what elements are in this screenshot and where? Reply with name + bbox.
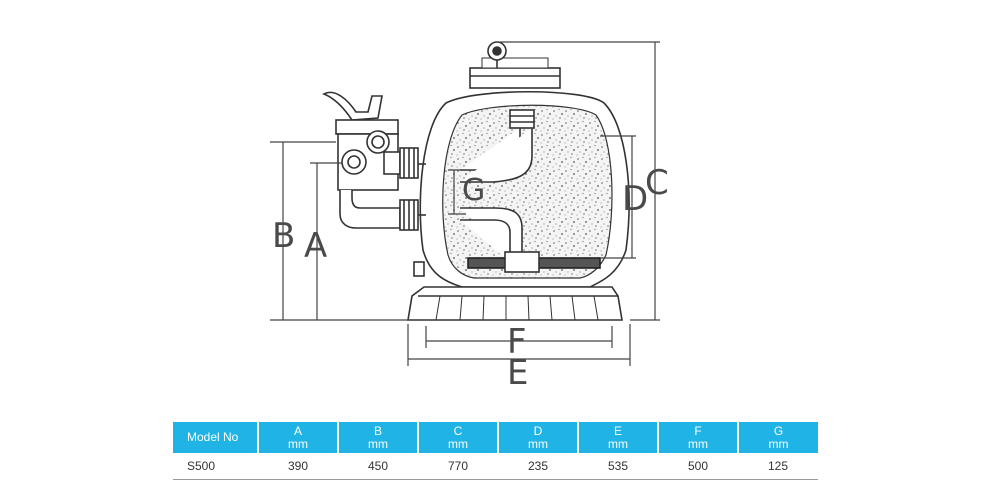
sand-filter-dimension-drawing: B A C D G F E (270, 41, 669, 393)
dimension-lines (270, 41, 660, 366)
cell-e: 535 (578, 453, 658, 480)
dimension-label-d: D (622, 179, 648, 219)
dimension-label-c: C (645, 163, 669, 203)
filter-tank (407, 41, 630, 321)
dimension-label-b: B (272, 216, 295, 256)
cell-g: 125 (738, 453, 818, 480)
cell-f: 500 (658, 453, 738, 480)
cell-c: 770 (418, 453, 498, 480)
dimension-label-e: E (507, 353, 528, 393)
dimension-label-f: F (507, 322, 527, 362)
header-model-no: Model No (173, 422, 259, 453)
dimension-label-g: G (462, 173, 485, 208)
dimension-label-a: A (304, 226, 327, 266)
cell-d: 235 (498, 453, 578, 480)
cell-b: 450 (338, 453, 418, 480)
cell-model: S500 (173, 453, 258, 480)
table-row: S500 390 450 770 235 535 500 125 (173, 453, 818, 480)
multiport-valve (322, 91, 426, 231)
cell-a: 390 (258, 453, 338, 480)
